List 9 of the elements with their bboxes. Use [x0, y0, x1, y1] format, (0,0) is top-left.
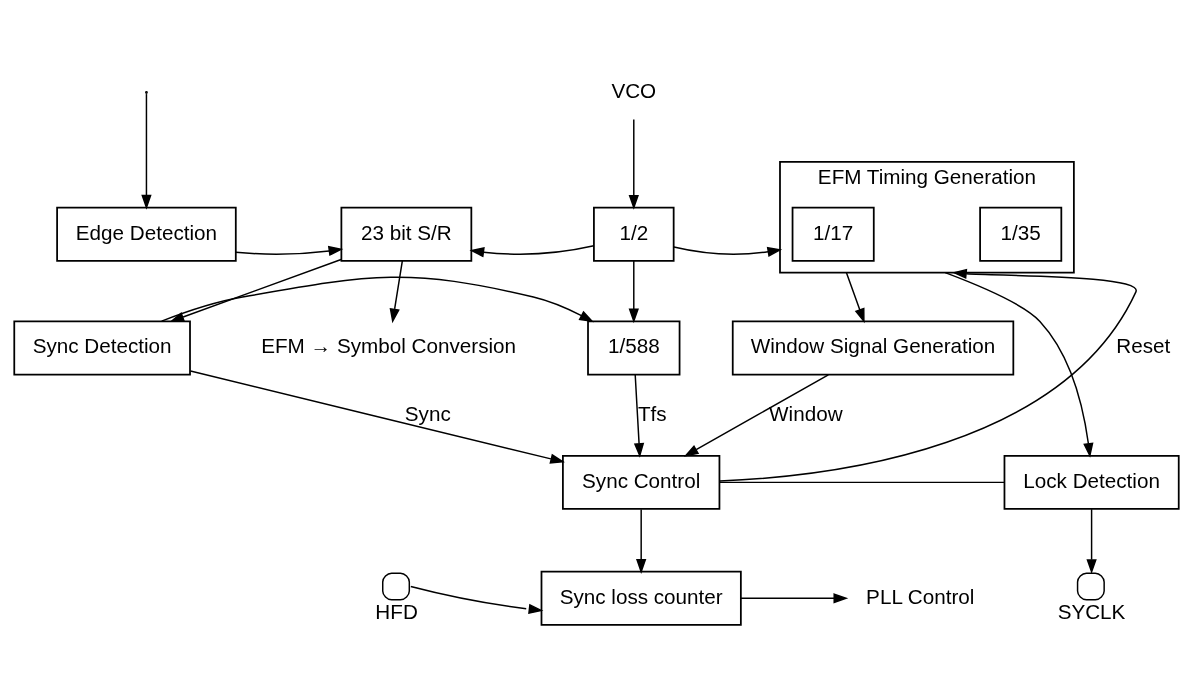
edge-label: Sync — [404, 401, 451, 425]
node-label: SYCLK — [1057, 600, 1126, 624]
edge-label: Tfs — [637, 401, 667, 425]
node-text: VCO — [611, 78, 657, 102]
node-text: EFM → Symbol Conversion — [261, 334, 517, 358]
edge-label: Reset — [1116, 334, 1171, 358]
edge-label: Window — [769, 401, 843, 425]
node-text: PLL Control — [866, 584, 975, 608]
node-label: HFD — [375, 600, 418, 624]
